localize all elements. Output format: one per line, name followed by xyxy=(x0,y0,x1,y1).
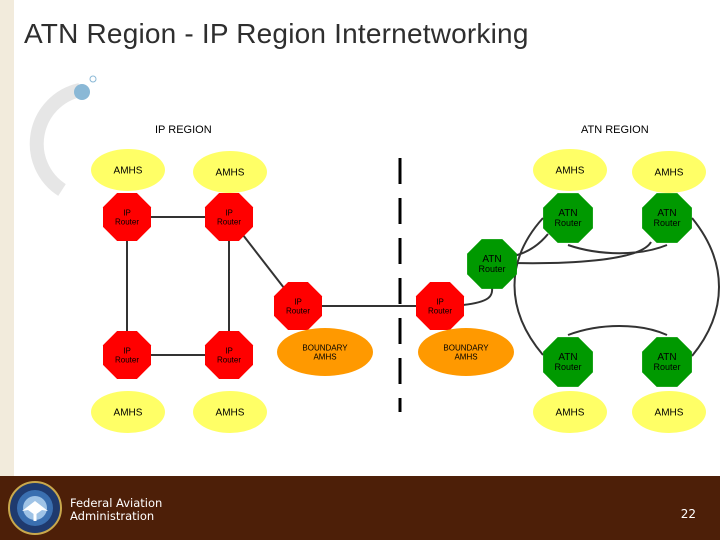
node-label-line: ATN xyxy=(657,352,676,363)
node-label-line: AMHS xyxy=(114,408,143,419)
atn-region-label: ATN REGION xyxy=(581,124,649,136)
node-label-line: Router xyxy=(554,218,581,228)
node-label-line: IP xyxy=(225,346,233,355)
ip-router-node-shape xyxy=(274,282,322,330)
node-label-line: AMHS xyxy=(556,408,585,419)
faa-seal-logo xyxy=(8,481,62,535)
page-title: ATN Region - IP Region Internetworking xyxy=(24,18,529,49)
ip-router-node-shape xyxy=(416,282,464,330)
node-label-line: BOUNDARY xyxy=(302,343,348,352)
boundary-amhs-node-shape xyxy=(277,328,373,376)
amhs-node-shape xyxy=(632,151,706,193)
atn-router-node-shape xyxy=(543,337,593,387)
node-label-line: Router xyxy=(653,362,680,372)
node-amhs-atn-tm: AMHS xyxy=(533,149,607,191)
link-atn-router-tm-to-atn-router-bm xyxy=(513,217,544,356)
atn-router-node-shape xyxy=(543,193,593,243)
atn-router-node-shape xyxy=(642,193,692,243)
node-label-line: Router xyxy=(217,355,241,364)
ip-router-node-shape xyxy=(103,193,151,241)
node-label-line: ATN xyxy=(657,208,676,219)
node-label-line: AMHS xyxy=(655,408,684,419)
decorative-dot-large xyxy=(74,84,90,100)
node-amhs-ip-bm: AMHS xyxy=(193,391,267,433)
amhs-node-shape xyxy=(632,391,706,433)
amhs-node-shape xyxy=(533,149,607,191)
link-ip-router-bnd-right-to-atn-router-center xyxy=(462,286,494,306)
node-label-line: IP xyxy=(225,208,233,217)
amhs-node-shape xyxy=(193,391,267,433)
agency-line-2: Administration xyxy=(70,509,155,523)
node-label-line: Router xyxy=(115,217,139,226)
boundary-amhs-node-shape xyxy=(418,328,514,376)
decorative-ornament xyxy=(29,75,97,196)
amhs-node-shape xyxy=(91,391,165,433)
link-atn-router-bm-to-atn-router-br xyxy=(567,325,668,336)
node-label-line: AMHS xyxy=(454,352,477,361)
decorative-dot-small xyxy=(89,75,97,83)
left-decorative-band xyxy=(0,0,14,476)
node-label-line: IP xyxy=(294,297,302,306)
ip-router-node-shape xyxy=(205,193,253,241)
node-label-line: Router xyxy=(217,217,241,226)
node-label-line: Router xyxy=(115,355,139,364)
agency-line-1: Federal Aviation xyxy=(70,496,163,510)
ip-router-node-shape xyxy=(103,331,151,379)
node-label-line: Router xyxy=(478,264,505,274)
link-atn-router-tm-to-atn-router-tr xyxy=(567,244,668,255)
node-label-line: IP xyxy=(436,297,444,306)
node-label-line: AMHS xyxy=(313,352,336,361)
node-label-line: AMHS xyxy=(655,168,684,179)
faa-agency-name: Federal Aviation Administration xyxy=(70,497,162,523)
link-atn-router-tr-to-atn-router-br xyxy=(691,217,720,357)
node-label-line: BOUNDARY xyxy=(443,343,489,352)
atn-router-node-shape xyxy=(642,337,692,387)
node-amhs-atn-br: AMHS xyxy=(632,391,706,433)
node-label-line: Router xyxy=(653,218,680,228)
page-number: 22 xyxy=(680,507,696,521)
amhs-node-shape xyxy=(533,391,607,433)
node-amhs-atn-tr: AMHS xyxy=(632,151,706,193)
amhs-node-shape xyxy=(193,151,267,193)
node-label-line: Router xyxy=(286,306,310,315)
node-label-line: ATN xyxy=(482,254,501,265)
node-amhs-atn-bm: AMHS xyxy=(533,391,607,433)
link-atn-router-center-to-atn-router-tr xyxy=(511,241,652,265)
amhs-node-shape xyxy=(91,149,165,191)
node-label-line: Router xyxy=(428,306,452,315)
atn-router-node-shape xyxy=(467,239,517,289)
node-amhs-ip-tm: AMHS xyxy=(193,151,267,193)
node-label-line: AMHS xyxy=(556,166,585,177)
node-amhs-ip-tl: AMHS xyxy=(91,149,165,191)
node-label-line: Router xyxy=(554,362,581,372)
node-label-line: AMHS xyxy=(216,168,245,179)
node-label-line: ATN xyxy=(558,352,577,363)
node-amhs-ip-bl: AMHS xyxy=(91,391,165,433)
node-label-line: AMHS xyxy=(216,408,245,419)
node-label-line: AMHS xyxy=(114,166,143,177)
ip-region-label: IP REGION xyxy=(155,124,212,136)
node-label-line: IP xyxy=(123,208,131,217)
node-label-line: IP xyxy=(123,346,131,355)
ip-router-node-shape xyxy=(205,331,253,379)
footer-bar: Federal Aviation Administration 22 xyxy=(0,476,720,540)
node-label-line: ATN xyxy=(558,208,577,219)
